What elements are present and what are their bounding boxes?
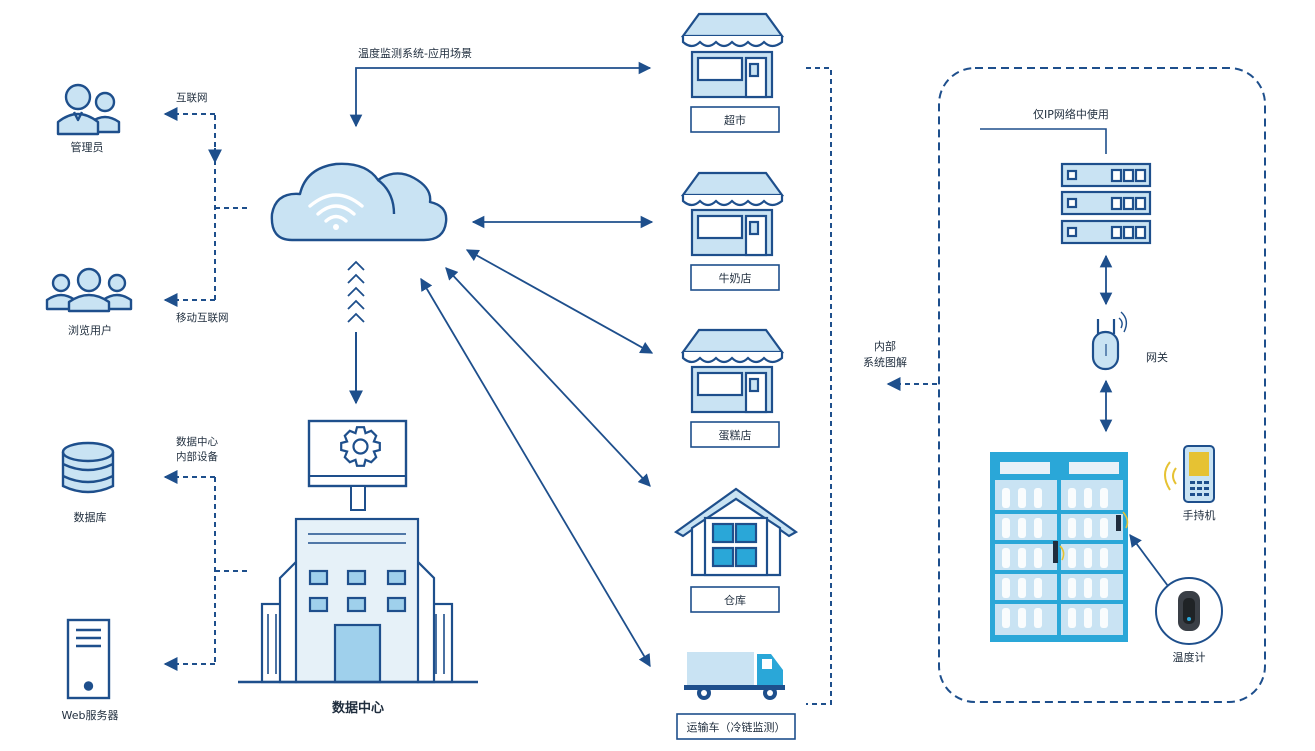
store-icon-supermarket bbox=[680, 12, 785, 99]
gateway-label: 网关 bbox=[1146, 350, 1168, 364]
browse-user-icon bbox=[45, 267, 133, 313]
web-server-label: Web服务器 bbox=[62, 709, 119, 722]
scene-arrows bbox=[420, 215, 654, 668]
internal-system-frame bbox=[938, 67, 1266, 703]
building-icon bbox=[238, 517, 478, 684]
dc-device-label-1: 数据中心 bbox=[176, 435, 218, 448]
scene-bracket bbox=[806, 67, 937, 705]
scene-title: 温度监测系统-应用场景 bbox=[358, 46, 472, 60]
scene-label-box-supermarket bbox=[690, 106, 780, 133]
scene-label-truck: 运输车（冷链监测） bbox=[687, 720, 786, 734]
browse-user-label: 浏览用户 bbox=[68, 323, 112, 337]
ip-only-line bbox=[980, 128, 1107, 154]
internet-label: 互联网 bbox=[176, 92, 208, 104]
mobile-internet-label: 移动互联网 bbox=[176, 311, 229, 324]
warehouse-icon bbox=[673, 487, 799, 577]
ip-only-label: 仅IP网络中使用 bbox=[1033, 107, 1109, 121]
database-icon bbox=[61, 441, 115, 494]
scene-label-supermarket: 超市 bbox=[724, 113, 746, 127]
internal-label-1: 内部 bbox=[874, 339, 896, 353]
upload-chevrons bbox=[347, 260, 365, 323]
gateway-icon bbox=[1091, 311, 1128, 371]
dc-device-label-2: 内部设备 bbox=[176, 450, 218, 463]
scene-label-box-truck bbox=[676, 713, 796, 740]
device-connectors bbox=[163, 470, 248, 671]
scene-label-cake-shop: 蛋糕店 bbox=[719, 428, 752, 442]
scene-label-warehouse: 仓库 bbox=[724, 593, 746, 607]
scene-title-line bbox=[349, 61, 652, 128]
thermometer-pointer bbox=[1129, 533, 1169, 587]
scene-label-milk-shop: 牛奶店 bbox=[719, 271, 752, 285]
server-tower-icon bbox=[66, 618, 111, 700]
handheld-label: 手持机 bbox=[1183, 508, 1216, 522]
scene-label-box-warehouse bbox=[690, 586, 780, 613]
data-center-label: 数据中心 bbox=[332, 700, 384, 716]
scene-label-box-cake-shop bbox=[690, 421, 780, 448]
truck-icon bbox=[684, 652, 785, 700]
store-icon-milk-shop bbox=[680, 171, 785, 257]
rack-server-icon bbox=[1060, 162, 1152, 245]
user-connectors bbox=[163, 107, 250, 307]
thermometer-icon bbox=[1155, 577, 1223, 645]
internal-label-2: 系统图解 bbox=[863, 355, 907, 369]
admin-icon bbox=[56, 83, 121, 136]
scene-label-box-milk-shop bbox=[690, 264, 780, 291]
database-label: 数据库 bbox=[74, 510, 107, 524]
store-icon-cake-shop bbox=[680, 328, 785, 414]
thermometer-label: 温度计 bbox=[1173, 650, 1206, 664]
cloud-wifi-icon bbox=[270, 162, 448, 242]
monitor-gear-icon bbox=[307, 419, 408, 511]
handheld-icon bbox=[1164, 445, 1215, 503]
fridge-icon bbox=[990, 452, 1129, 642]
admin-label: 管理员 bbox=[71, 140, 104, 154]
